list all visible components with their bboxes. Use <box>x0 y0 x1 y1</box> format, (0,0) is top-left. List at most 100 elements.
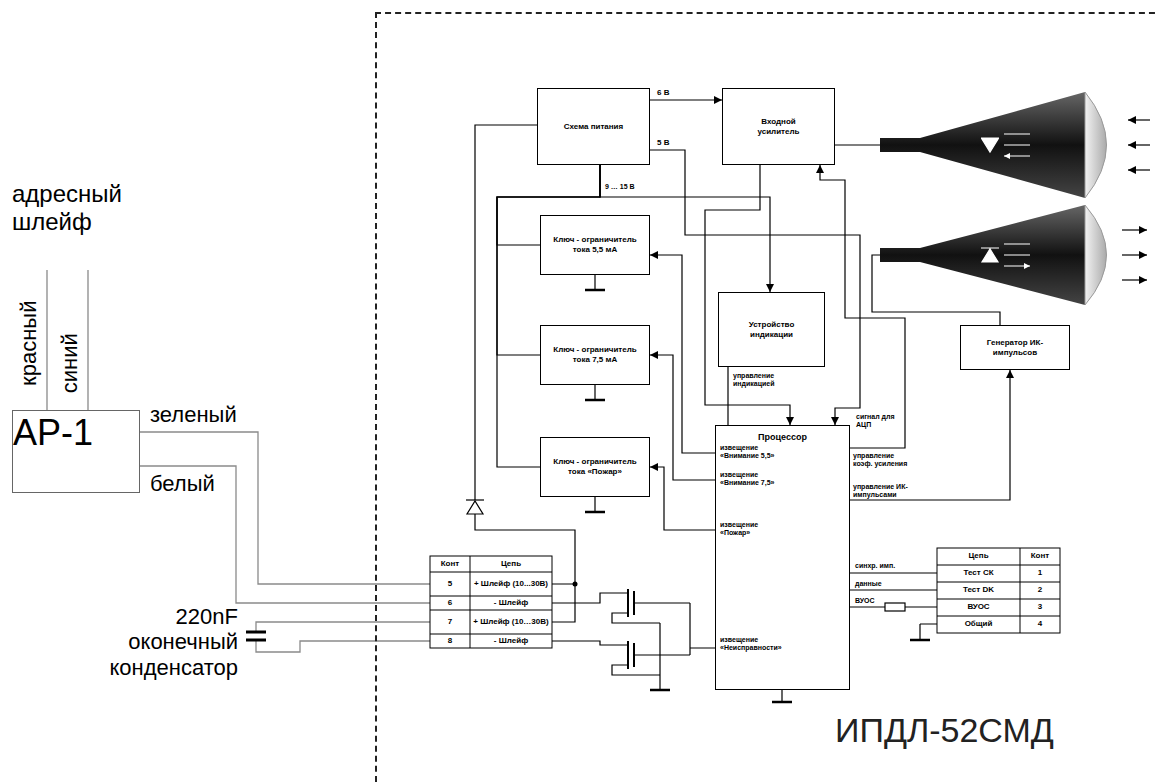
box-label: Входной усилитель <box>749 117 809 136</box>
diode-symbol <box>466 499 484 500</box>
pin-number: 6 <box>430 596 470 610</box>
device-box: АР-1 <box>12 410 140 493</box>
box-label: Схема питания <box>564 122 623 132</box>
pin-number: 3 <box>1020 599 1060 616</box>
process-box: Устройство индикации <box>718 292 825 367</box>
photodiode-lens <box>981 138 999 152</box>
diode-symbol <box>467 501 483 514</box>
light-arrow <box>1122 229 1147 230</box>
bus-label: адресный шлейф <box>12 180 142 235</box>
signal-name: данные <box>855 580 895 588</box>
voltage-label: 5 В <box>656 138 670 147</box>
signal-name: ВУОС <box>855 597 883 605</box>
box-label: ИПДЛ-52СМД <box>835 710 1155 751</box>
signal-wire <box>850 573 937 607</box>
diode-symbol <box>466 500 484 514</box>
voltage-label: 6 В <box>656 88 670 97</box>
wire-color: синий <box>57 328 83 398</box>
detector-housing: Схема питания Входной усилительКлюч - огр… <box>375 12 1155 783</box>
signal-name: извещение «Пожар» <box>720 521 790 538</box>
process-box: Ключ - ограничитель тока «Пожар» <box>540 437 650 497</box>
light-arrow <box>1128 169 1150 170</box>
ir-led-lens <box>1004 244 1030 266</box>
signal-name: извещение «Внимание 5,5» <box>720 444 790 461</box>
resistor-symbol <box>885 603 905 611</box>
connector <box>650 255 715 453</box>
wire-color: красный <box>16 293 42 393</box>
ar1-wire <box>140 432 430 584</box>
table-cell: Цепь <box>937 548 1020 565</box>
pin-name: - Шлейф <box>470 634 552 648</box>
table-grid <box>937 548 1060 633</box>
box-label: Генератор ИК-импульсов <box>980 338 1050 357</box>
box-label: Ключ - ограничитель тока 7,5 мА <box>550 345 640 364</box>
pin-number: 1 <box>1020 565 1060 582</box>
light-arrow <box>1128 144 1150 145</box>
wire-color: белый <box>150 471 230 496</box>
table-grid <box>430 556 552 648</box>
pin-number: 5 <box>430 572 470 596</box>
wire-color: зеленый <box>150 402 250 427</box>
box-label: АР-1 <box>13 411 139 454</box>
box-label: Ключ - ограничитель тока 5,5 мА <box>550 235 640 254</box>
ir-led-lens <box>981 248 999 262</box>
pin-name: ВУОС <box>937 599 1020 616</box>
box-label: Устройство индикации <box>737 320 807 339</box>
pin-name: Общий <box>937 616 1020 633</box>
transistor-symbol <box>552 641 690 675</box>
box-label: Процессор <box>716 432 849 443</box>
voltage-label: 9 … 15 В <box>605 183 645 191</box>
process-box: Входной усилитель <box>722 88 835 165</box>
connector <box>650 99 722 100</box>
table-cell: Конт <box>1020 548 1060 565</box>
pin-name: Тест DK <box>937 582 1020 599</box>
table-cell: Цепь <box>470 556 552 572</box>
process-box: Ключ - ограничитель тока 7,5 мА <box>540 325 650 385</box>
pin-number: 7 <box>430 610 470 634</box>
light-arrow <box>1122 254 1147 255</box>
ar1-wire <box>47 270 88 410</box>
pin-number: 8 <box>430 634 470 648</box>
table-grid <box>430 556 552 648</box>
pin-name: Тест СК <box>937 565 1020 582</box>
transistor-symbol <box>552 589 715 675</box>
ar1-wire <box>256 622 430 652</box>
signal-name: сигнал для АЦП <box>856 413 896 429</box>
process-box: Схема питания <box>537 88 650 165</box>
photodiode-lens <box>880 92 1107 198</box>
capacitor-symbol <box>246 632 266 640</box>
ir-led-lens <box>880 205 1085 305</box>
photodiode-lens <box>880 92 1085 198</box>
transistor-symbol <box>628 589 634 669</box>
pin-number: 4 <box>1020 616 1060 633</box>
capacitor-symbol <box>246 632 266 640</box>
photodiode-lens <box>1004 134 1030 156</box>
signal-name: управление ИК-импульсами <box>853 483 915 499</box>
connector <box>820 165 905 448</box>
pin-name: - Шлейф <box>470 596 552 610</box>
connector <box>650 355 715 480</box>
ir-led-lens <box>1085 205 1107 305</box>
connector <box>727 367 728 425</box>
table-cell: Конт <box>430 556 470 572</box>
transistor-symbol <box>690 603 715 655</box>
signal-name: синхр. имп. <box>855 562 915 570</box>
connector <box>850 370 1010 500</box>
processor-box: Процессоризвещение «Внимание 5,5» извещен… <box>715 425 850 690</box>
ir-led-lens <box>880 205 1107 305</box>
photodiode-lens <box>1085 92 1107 198</box>
signal-name: извещение «Внимание 7,5» <box>720 471 790 488</box>
signal-name: управление коэф. усиления <box>853 452 915 468</box>
light-arrow <box>1122 279 1147 280</box>
light-arrow <box>1128 119 1150 120</box>
ar1-wire <box>140 466 430 603</box>
capacitor-label: 220nF оконечный конденсатор <box>108 604 238 680</box>
table-grid <box>937 548 1060 633</box>
pin-name: + Шлейф (10…30В) <box>470 610 552 634</box>
signal-name: извещение «Неисправности» <box>720 636 796 653</box>
process-box: Генератор ИК-импульсов <box>960 325 1070 370</box>
connector <box>497 165 600 467</box>
junction-dot <box>573 582 578 587</box>
pin-number: 2 <box>1020 582 1060 599</box>
